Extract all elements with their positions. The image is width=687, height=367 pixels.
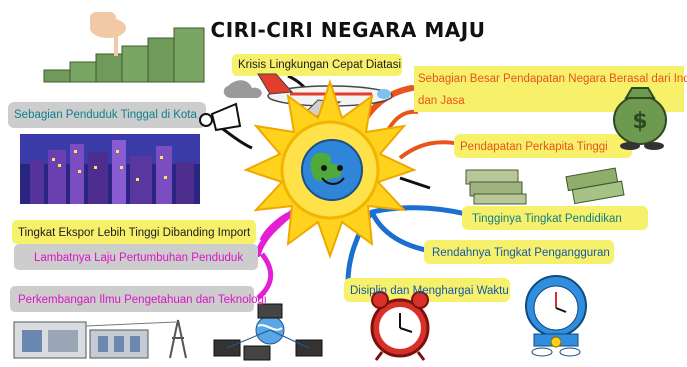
money-bag-illustration: $ [613, 87, 667, 150]
alarm-clock-illustration [370, 291, 430, 361]
doraemon-clock-illustration [525, 275, 587, 357]
telescope-illustration [199, 102, 242, 132]
label-pengangguran: Rendahnya Tingkat Pengangguran [432, 247, 610, 259]
label-ekspor: Tingkat Ekspor Lebih Tinggi Dibanding Im… [18, 227, 251, 239]
label-disiplin: Disiplin dan Menghargai Waktu [350, 285, 509, 297]
label-lingkungan: Krisis Lingkungan Cepat Diatasi [238, 59, 402, 71]
label-kota: Sebagian Penduduk Tinggal di Kota [14, 109, 197, 121]
label-iptek: Perkembangan Ilmu Pengetahuan dan Teknol… [18, 294, 267, 306]
page-title: CIRI-CIRI NEGARA MAJU [210, 18, 486, 42]
label-pendapatan-industri: Sebagian Besar Pendapatan Negara Berasal… [418, 73, 687, 85]
factory-illustration [13, 319, 187, 359]
money-stairs-illustration [43, 12, 205, 83]
label-pendidikan: Tingginya Tingkat Pendidikan [472, 213, 622, 225]
sun-earth-illustration [243, 78, 417, 260]
label-perkapita: Pendapatan Perkapita Tinggi [460, 141, 608, 153]
cityscape-illustration [20, 134, 200, 204]
label-pendapatan-industri-cont: dan Jasa [418, 95, 465, 107]
money-stacks-illustration [465, 167, 625, 205]
computer-network-illustration [213, 303, 323, 361]
svg-text:$: $ [632, 109, 647, 134]
label-penduduk: Lambatnya Laju Pertumbuhan Penduduk [34, 252, 244, 264]
label-bands [8, 54, 684, 312]
